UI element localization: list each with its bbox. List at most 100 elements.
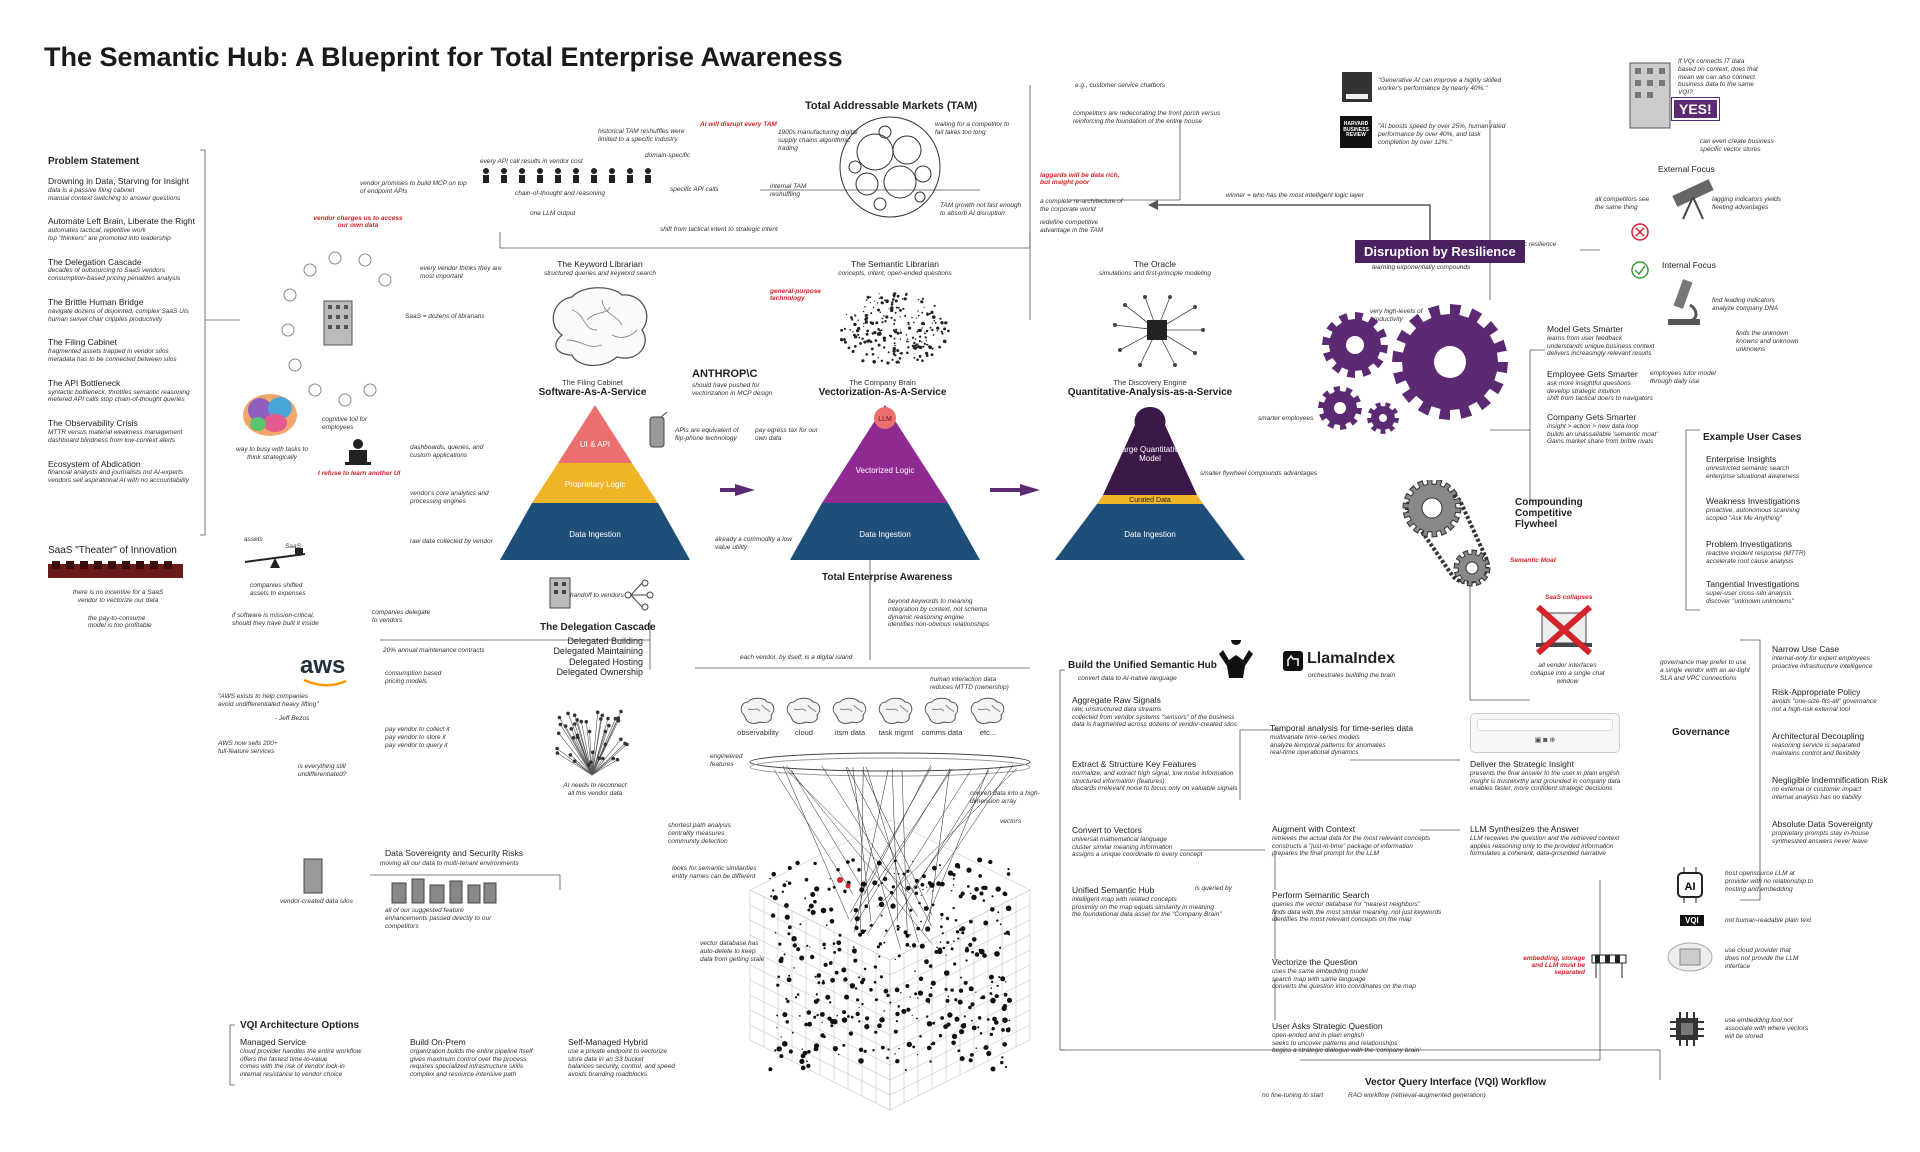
vqi-option-line: gives maximum control over the process	[410, 1055, 527, 1063]
note-vendor-charges: vendor charges us to access our own data	[313, 215, 403, 229]
problem-item-line: data is a passive filing cabinet	[48, 186, 135, 194]
pyramid-qaas-label-model: Large Quantitative Model	[1117, 445, 1183, 463]
pyramid-vaas-name: Vectorization-As-A-Service	[818, 387, 947, 398]
note-shifted: companies shifted assets to expenses	[250, 582, 306, 597]
delegation-line-4: Delegated Ownership	[556, 667, 643, 678]
hub-temporal-line-3: real-time operational dynamics	[1270, 749, 1359, 757]
pyramid-saas-layer-logic	[532, 463, 658, 503]
problem-item-line: financial analysts and journalists not A…	[48, 469, 184, 477]
vqi-options-title: VQI Architecture Options	[240, 1020, 360, 1031]
smarter-item-name: Employee Gets Smarter	[1547, 369, 1638, 379]
disruption-sub: learning exponentially compounds	[1372, 264, 1471, 271]
chat-input[interactable]	[1477, 719, 1613, 731]
librarian-keyword-name: The Keyword Librarian	[557, 259, 643, 269]
theater-note-2: model is too profitable	[88, 622, 152, 630]
vendor-tree-icon	[624, 579, 654, 611]
chat-tools-icon: ▣ ◙ ⊕	[1534, 737, 1556, 744]
external-line-2: lagging indicators yields fleeting advan…	[1712, 196, 1782, 211]
note-vendor-mcp: vendor promises to build MCP on top of e…	[360, 180, 467, 195]
pyramid-vaas-layer-ingestion	[790, 503, 980, 560]
smarter-item-line: shift from tactical doers to navigators	[1547, 395, 1653, 403]
problem-statement: Problem Statement Drowning in Data, Star…	[48, 156, 208, 500]
governance-item-line: avoids "one-size-fits-all" governance	[1772, 697, 1877, 705]
governance-item-line: proprietary prompts stay in-house	[1772, 829, 1869, 837]
use-case-name: Enterprise Insights	[1706, 454, 1777, 464]
vqi-step-name: User Asks Strategic Question	[1272, 1021, 1383, 1031]
seesaw-icon	[244, 548, 306, 568]
pyramid-saas: UI & API Proprietary Logic Data Ingestio…	[500, 405, 690, 560]
note-refuse: I refuse to learn another UI	[318, 470, 401, 477]
librarian-oracle: The Oracle simulations and first-princip…	[1080, 259, 1230, 278]
tea-vectors: vectors	[1000, 818, 1021, 825]
hub-sub: convert data to AI-native language	[1078, 675, 1177, 682]
smarter-item-line: builds an unassailable 'semantic moat'	[1547, 430, 1658, 438]
vqi-flow-title: Vector Query Interface (VQI) Workflow	[1365, 1077, 1546, 1088]
note-productivity: very high-levels of productivity	[1370, 308, 1423, 323]
theater-line-1: there is no incentive for a SaaS	[72, 589, 164, 596]
vqi-option-line: balances security, control, and speed	[568, 1063, 675, 1071]
vqi-step-line: LLM receives the question and the retrie…	[1470, 834, 1620, 842]
note-undiff: is everything still undifferentiated?	[298, 763, 347, 778]
pyramid-saas-label-logic: Proprietary Logic	[565, 480, 625, 489]
problem-item-title: Ecosystem of Abdication	[48, 458, 141, 469]
external-focus-title: External Focus	[1658, 164, 1715, 174]
pyramid-qaas-caption: The Discovery Engine	[1113, 378, 1187, 387]
governance-item-line: internal-only for expert employees	[1772, 654, 1870, 662]
vqi-option-line: cloud provider handles the entire workfl…	[240, 1047, 362, 1055]
problem-item-line: metadata has to be connected between sil…	[48, 356, 177, 363]
pyramid-saas-caption: The Filing Cabinet	[562, 378, 623, 387]
problem-heading: Problem Statement	[48, 156, 140, 167]
tutor-note: employees tutor model through daily use	[1650, 370, 1716, 385]
pyramid-saas-layer-ui	[558, 405, 632, 463]
sovereignty-right: all of our suggested feature enhancement…	[385, 907, 492, 930]
pyramid-qaas-layer-ingestion	[1055, 504, 1245, 560]
disruption-badge: Disruption by Resilience	[1355, 240, 1525, 263]
pyramid-saas-label-ingestion: Data Ingestion	[569, 530, 621, 539]
governance-item-line: no external or customer impact	[1772, 785, 1862, 793]
vqi-step-name: LLM Synthesizes the Answer	[1470, 824, 1580, 834]
vqi-question: If VQI connects IT data based on context…	[1678, 58, 1758, 97]
use-case-name: Tangential Investigations	[1706, 579, 1800, 589]
note-redefine: redefine competitive advantage in the TA…	[1040, 219, 1104, 234]
theater-line-2: vendor to vectorize our data	[77, 596, 159, 604]
building-handoff-icon	[549, 577, 571, 609]
pyramid-qaas-label-curated: Curated Data	[1129, 497, 1171, 504]
vqi-option-line: use a private endpoint to vectorize	[568, 1047, 668, 1055]
note-delegate: companies delegate to vendors	[372, 609, 431, 624]
governance-item-name: Risk-Appropriate Policy	[1772, 687, 1861, 697]
vqi-option-line: requires specialized infrastructure skil…	[410, 1063, 524, 1071]
governance-title: Governance	[1672, 727, 1730, 738]
vqi-step-line: presents the final answer to the user in…	[1470, 769, 1620, 777]
chat-window[interactable]: ▣ ◙ ⊕	[1470, 713, 1620, 753]
hub-temporal-line-2: analyze temporal patterns for anomalies	[1270, 741, 1386, 749]
embedding-chip-icon	[1670, 1012, 1704, 1046]
problem-item-line: human swivel chair cripples productivity	[48, 315, 163, 323]
svg-text:AI: AI	[1685, 881, 1696, 893]
sovereignty-sub: moving all our data to multi-tenant envi…	[380, 860, 519, 867]
vqi-step-line: constructs a "just-in-time" package of i…	[1272, 842, 1413, 850]
flip-phone-icon	[649, 412, 668, 448]
note-rearchitecture: a complete re-architecture of the corpor…	[1040, 198, 1123, 213]
vector-cube	[749, 752, 1031, 1111]
note-winner: winner = who has the most intelligent lo…	[1226, 192, 1364, 199]
note-one-llm: one LLM output	[530, 210, 576, 217]
collapsed-laptop-icon	[1536, 605, 1592, 655]
llama-note: orchestrates building the brain	[1308, 672, 1396, 679]
use-case-name: Problem Investigations	[1706, 539, 1792, 549]
pyramid-qaas: Large Quantitative Model Curated Data Da…	[1055, 407, 1245, 560]
note-quote: "AWS exists to help companies avoid undi…	[218, 693, 319, 708]
tea-title: Total Enterprise Awareness	[822, 572, 953, 583]
smarter-item-name: Model Gets Smarter	[1547, 324, 1624, 334]
anthropic-logo: ANTHROP\C	[692, 368, 758, 380]
vqi-option-line: complex and resource-intensive path	[410, 1071, 517, 1079]
problem-item-line: top "thinkers" are promoted into leaders…	[48, 234, 171, 242]
